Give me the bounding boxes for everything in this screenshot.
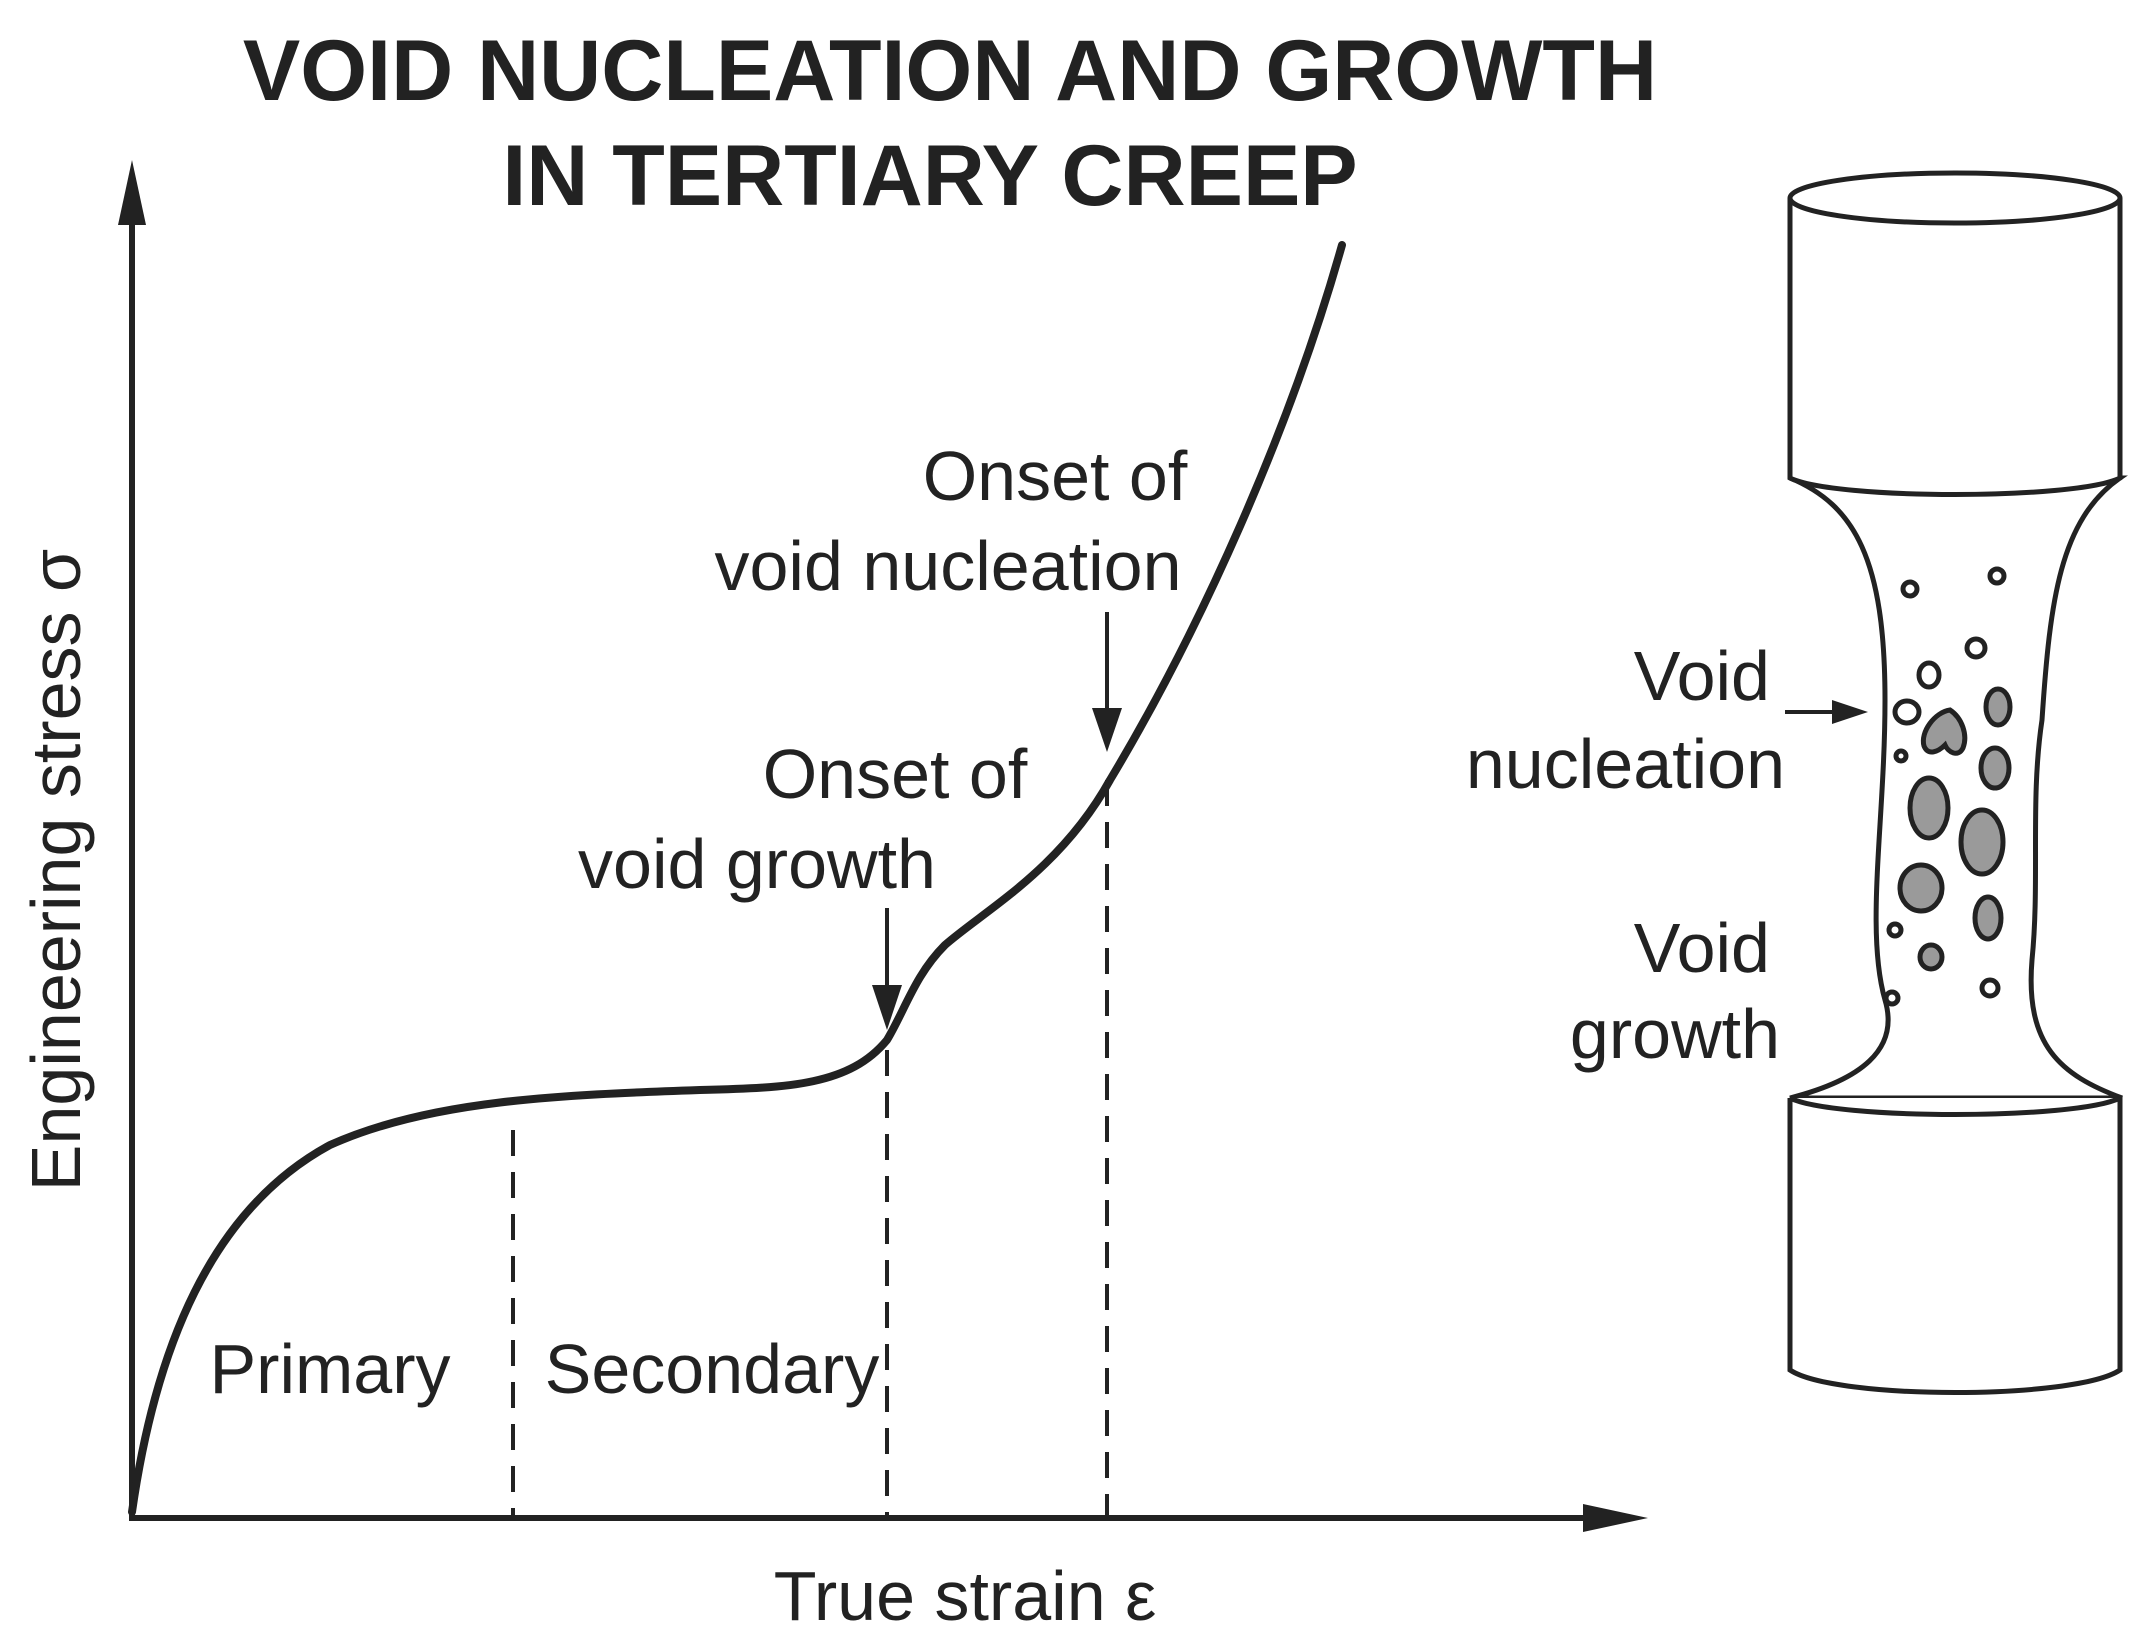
void bbox=[1983, 686, 2013, 728]
void-growth-onset-line-2: void growth bbox=[578, 825, 936, 903]
creep-curve bbox=[128, 241, 1346, 1516]
void bbox=[1958, 807, 2006, 877]
void bbox=[1964, 636, 1988, 660]
void bbox=[1897, 862, 1945, 914]
void bbox=[1917, 942, 1945, 972]
specimen-growth-line-2: growth bbox=[1570, 995, 1780, 1073]
region-label-primary: Primary bbox=[209, 1330, 450, 1408]
title-line-2: IN TERTIARY CREEP bbox=[502, 128, 1357, 224]
y-axis-label: Engineering stress σ bbox=[17, 549, 95, 1191]
void bbox=[1883, 989, 1901, 1007]
void bbox=[1900, 579, 1920, 599]
region-label-secondary: Secondary bbox=[545, 1330, 880, 1408]
specimen-bottom-rim bbox=[1788, 1095, 2122, 1117]
title-line-1: VOID NUCLEATION AND GROWTH bbox=[243, 23, 1657, 119]
region-boundaries bbox=[511, 780, 1109, 1518]
void bbox=[1978, 745, 2012, 791]
void-nucleation-onset-line-1: Onset of bbox=[923, 437, 1188, 515]
void bbox=[1920, 707, 1968, 756]
void bbox=[1886, 921, 1904, 939]
x-axis-arrowhead bbox=[1583, 1504, 1648, 1532]
specimen-growth-line-1: Void bbox=[1634, 909, 1770, 987]
specimen-top-face bbox=[1787, 170, 2123, 226]
void bbox=[1987, 566, 2007, 586]
specimen-nucleation-arrowhead bbox=[1832, 700, 1868, 724]
axes bbox=[118, 160, 1648, 1532]
specimen-nucleation-line-1: Void bbox=[1634, 637, 1770, 715]
void-nucleation-onset-arrowhead bbox=[1092, 708, 1122, 752]
tensile-specimen bbox=[1787, 170, 2128, 1395]
x-axis-label: True strain ε bbox=[774, 1557, 1157, 1635]
void-growth-onset-line-1: Onset of bbox=[763, 735, 1028, 813]
void bbox=[1979, 977, 2001, 999]
specimen-gauge-section bbox=[1789, 475, 2128, 1101]
void-growth-onset-arrowhead bbox=[872, 985, 902, 1030]
void bbox=[1972, 894, 2004, 942]
void bbox=[1893, 748, 1909, 764]
void-nucleation-onset-line-2: void nucleation bbox=[715, 527, 1182, 605]
void bbox=[1907, 775, 1951, 841]
specimen-bottom-grip bbox=[1787, 1098, 2123, 1395]
y-axis-arrowhead bbox=[118, 160, 146, 225]
specimen-nucleation-line-2: nucleation bbox=[1466, 725, 1785, 803]
void bbox=[1916, 660, 1942, 690]
specimen-top-grip bbox=[1787, 198, 2123, 497]
void bbox=[1892, 698, 1922, 726]
voids bbox=[1883, 566, 2013, 1007]
